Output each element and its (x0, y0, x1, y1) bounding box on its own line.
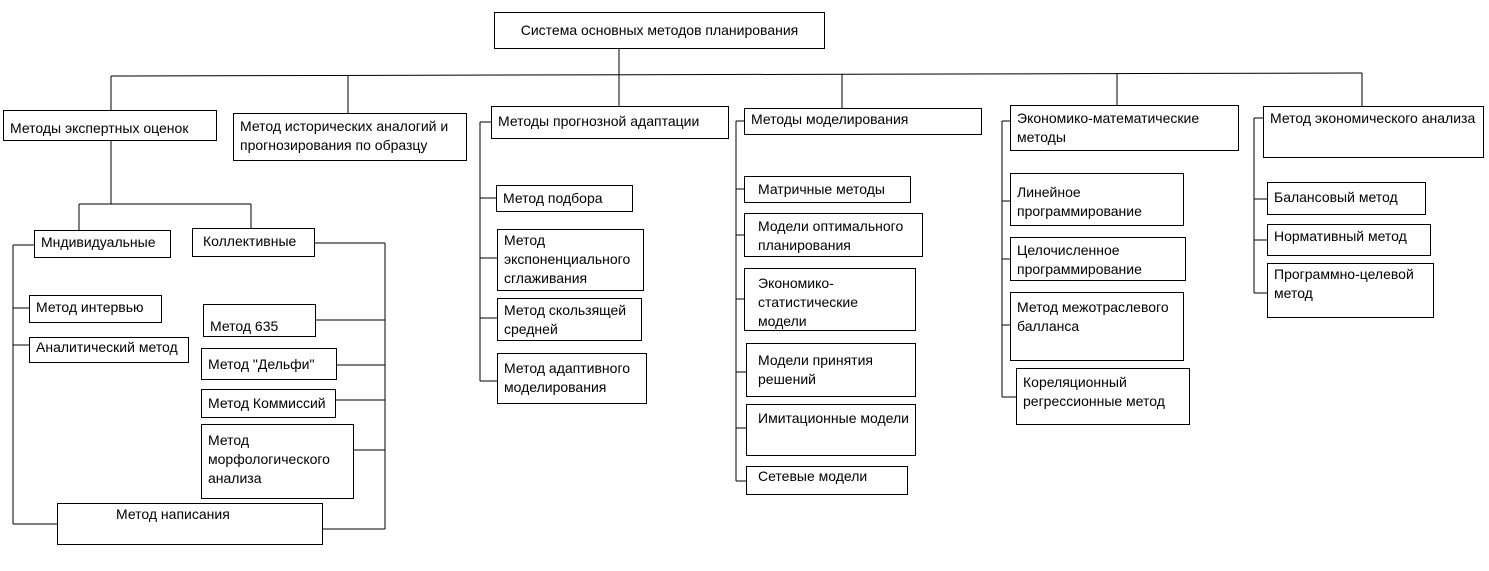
individual-node: Мндивидуальные (34, 230, 171, 258)
normative-method-node: Нормативный метод (1267, 224, 1431, 256)
optimal-planning-node: Модели оптимального планирования (744, 213, 923, 257)
decision-models-node: Модели принятия решений (746, 343, 916, 397)
root-node: Система основных методов планирования (494, 12, 825, 49)
correlation-regression-node: Кореляционный регрессионные метод (1016, 368, 1190, 425)
interindustry-balance-node: Метод межотраслевого балланса (1010, 292, 1184, 361)
modeling-methods-node: Методы моделирования (744, 108, 982, 135)
moving-average-node: Метод скользящей средней (497, 298, 642, 341)
delphi-method-node: Метод "Дельфи" (201, 348, 337, 380)
collective-node: Коллективные (192, 228, 315, 257)
expert-methods-node: Методы экспертных оценок (3, 110, 217, 141)
econ-math-methods-node: Экономико-математические методы (1010, 105, 1239, 151)
matrix-methods-node: Матричные методы (744, 176, 911, 203)
commission-method-node: Метод Коммиссий (201, 389, 336, 418)
simulation-models-node: Имитационные модели (746, 404, 916, 456)
writing-method-node: Метод написания (57, 503, 323, 545)
integer-programming-node: Целочисленное программирование (1010, 237, 1186, 281)
exponential-smoothing-node: Метод экспоненциального сглаживания (497, 229, 644, 291)
morphological-method-node: Метод морфологического анализа (201, 424, 354, 499)
balance-method-node: Балансовый метод (1267, 182, 1426, 215)
network-models-node: Сетевые модели (746, 466, 908, 495)
selection-method-node: Метод подбора (496, 185, 633, 212)
forecast-adaptation-node: Методы прогнозной адаптации (491, 106, 729, 139)
linear-programming-node: Линейное программирование (1010, 173, 1184, 226)
interview-method-node: Метод интервью (29, 295, 162, 323)
program-target-node: Программно-целевой метод (1267, 263, 1434, 318)
method-635-node: Метод 635 (203, 304, 316, 337)
adaptive-modeling-node: Метод адаптивного моделирования (497, 353, 647, 404)
historical-analogies-node: Метод исторических аналогий и прогнозиро… (233, 113, 467, 161)
econ-statistical-node: Экономико-статистические модели (744, 268, 916, 331)
econ-analysis-node: Метод экономического анализа (1263, 106, 1484, 158)
analytic-method-node: Аналитический метод (29, 337, 189, 363)
